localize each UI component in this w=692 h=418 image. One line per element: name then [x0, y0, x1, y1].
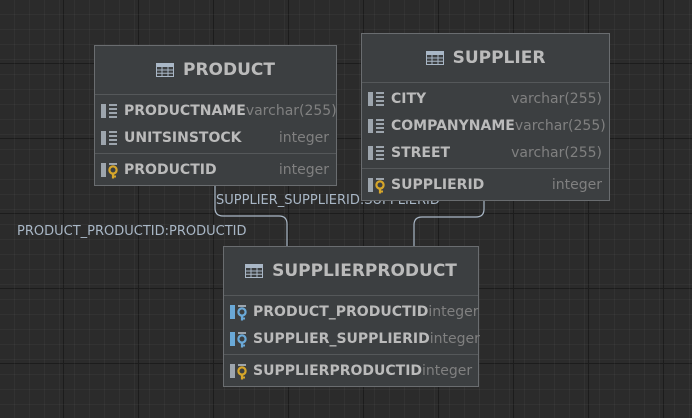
key-section: SUPPLIERID integer	[362, 169, 609, 200]
foreign-key-icon	[229, 330, 248, 348]
column-type: varchar(255)	[511, 144, 602, 161]
column-name: SUPPLIERPRODUCTID	[253, 362, 423, 379]
table-header: PRODUCT	[95, 46, 336, 95]
column-type: integer	[551, 176, 602, 193]
column-type: varchar(255)	[511, 90, 602, 107]
table-grid-icon	[245, 264, 264, 278]
column-name: CITY	[391, 90, 427, 107]
table-grid-icon	[425, 51, 444, 65]
relation-label-product: PRODUCT_PRODUCTID:PRODUCTID	[17, 224, 247, 239]
column-name: SUPPLIER_SUPPLIERID	[253, 330, 430, 347]
column-icon	[100, 102, 119, 120]
column-name: COMPANYNAME	[391, 117, 515, 134]
column-icon	[367, 117, 386, 135]
primary-key-icon	[229, 362, 248, 380]
column-row[interactable]: PRODUCTID integer	[95, 156, 336, 183]
table-header: SUPPLIER	[362, 34, 609, 83]
table-grid-icon	[156, 63, 174, 77]
column-type: integer	[278, 129, 329, 146]
column-type: integer	[422, 362, 473, 379]
column-row[interactable]: STREET varchar(255)	[362, 139, 609, 166]
column-type: varchar(255)	[514, 117, 606, 134]
column-icon	[367, 90, 386, 108]
column-row[interactable]: SUPPLIERID integer	[362, 171, 609, 198]
column-name: STREET	[391, 144, 451, 161]
column-type: integer	[429, 330, 480, 347]
key-section: PRODUCTID integer	[95, 154, 336, 185]
column-icon	[100, 129, 119, 147]
table-name: SUPPLIER	[452, 48, 546, 68]
column-type: varchar(255)	[245, 102, 337, 119]
column-name: PRODUCTNAME	[124, 102, 246, 119]
column-name: UNITSINSTOCK	[124, 129, 242, 146]
column-row[interactable]: UNITSINSTOCK integer	[95, 124, 336, 151]
primary-key-icon	[367, 176, 386, 194]
primary-key-icon	[100, 161, 119, 179]
column-name: SUPPLIERID	[391, 176, 485, 193]
column-icon	[367, 144, 386, 162]
column-type: integer	[278, 161, 329, 178]
column-name: PRODUCTID	[124, 161, 217, 178]
connector-supplierproduct-to-product[interactable]	[214, 183, 288, 247]
table-name: PRODUCT	[183, 60, 275, 80]
column-type: integer	[428, 303, 479, 320]
connector-supplierproduct-to-supplier[interactable]	[413, 197, 485, 247]
column-name: PRODUCT_PRODUCTID	[253, 303, 429, 320]
table-name: SUPPLIERPRODUCT	[272, 261, 457, 281]
foreign-key-icon	[229, 303, 248, 321]
table-header: SUPPLIERPRODUCT	[224, 247, 478, 296]
column-row[interactable]: CITY varchar(255)	[362, 85, 609, 112]
